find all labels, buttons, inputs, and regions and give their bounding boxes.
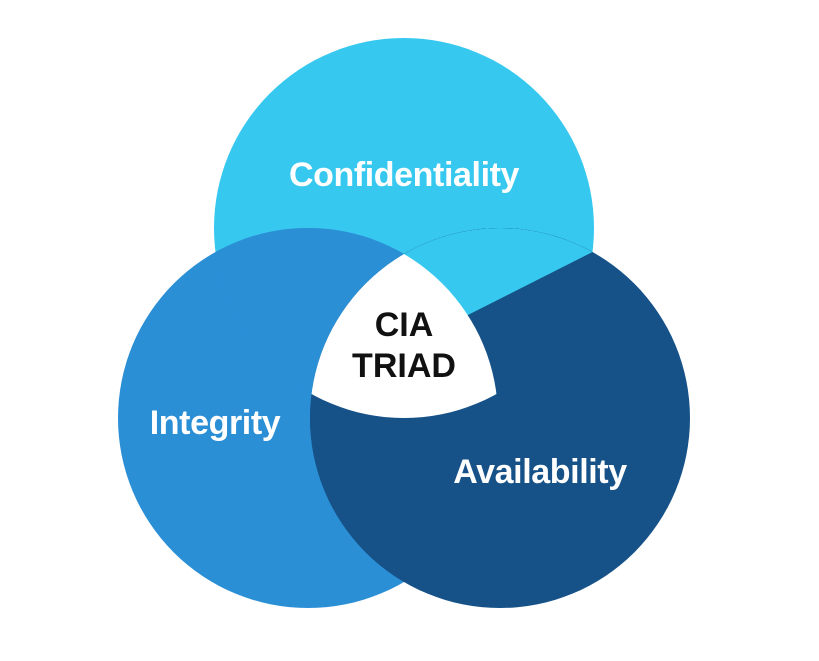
label-cia-triad-line2: TRIAD [352, 347, 456, 385]
label-availability: Availability [453, 453, 627, 491]
label-integrity: Integrity [150, 404, 281, 442]
label-confidentiality: Confidentiality [289, 156, 520, 194]
label-cia-triad-line1: CIA [375, 306, 434, 344]
